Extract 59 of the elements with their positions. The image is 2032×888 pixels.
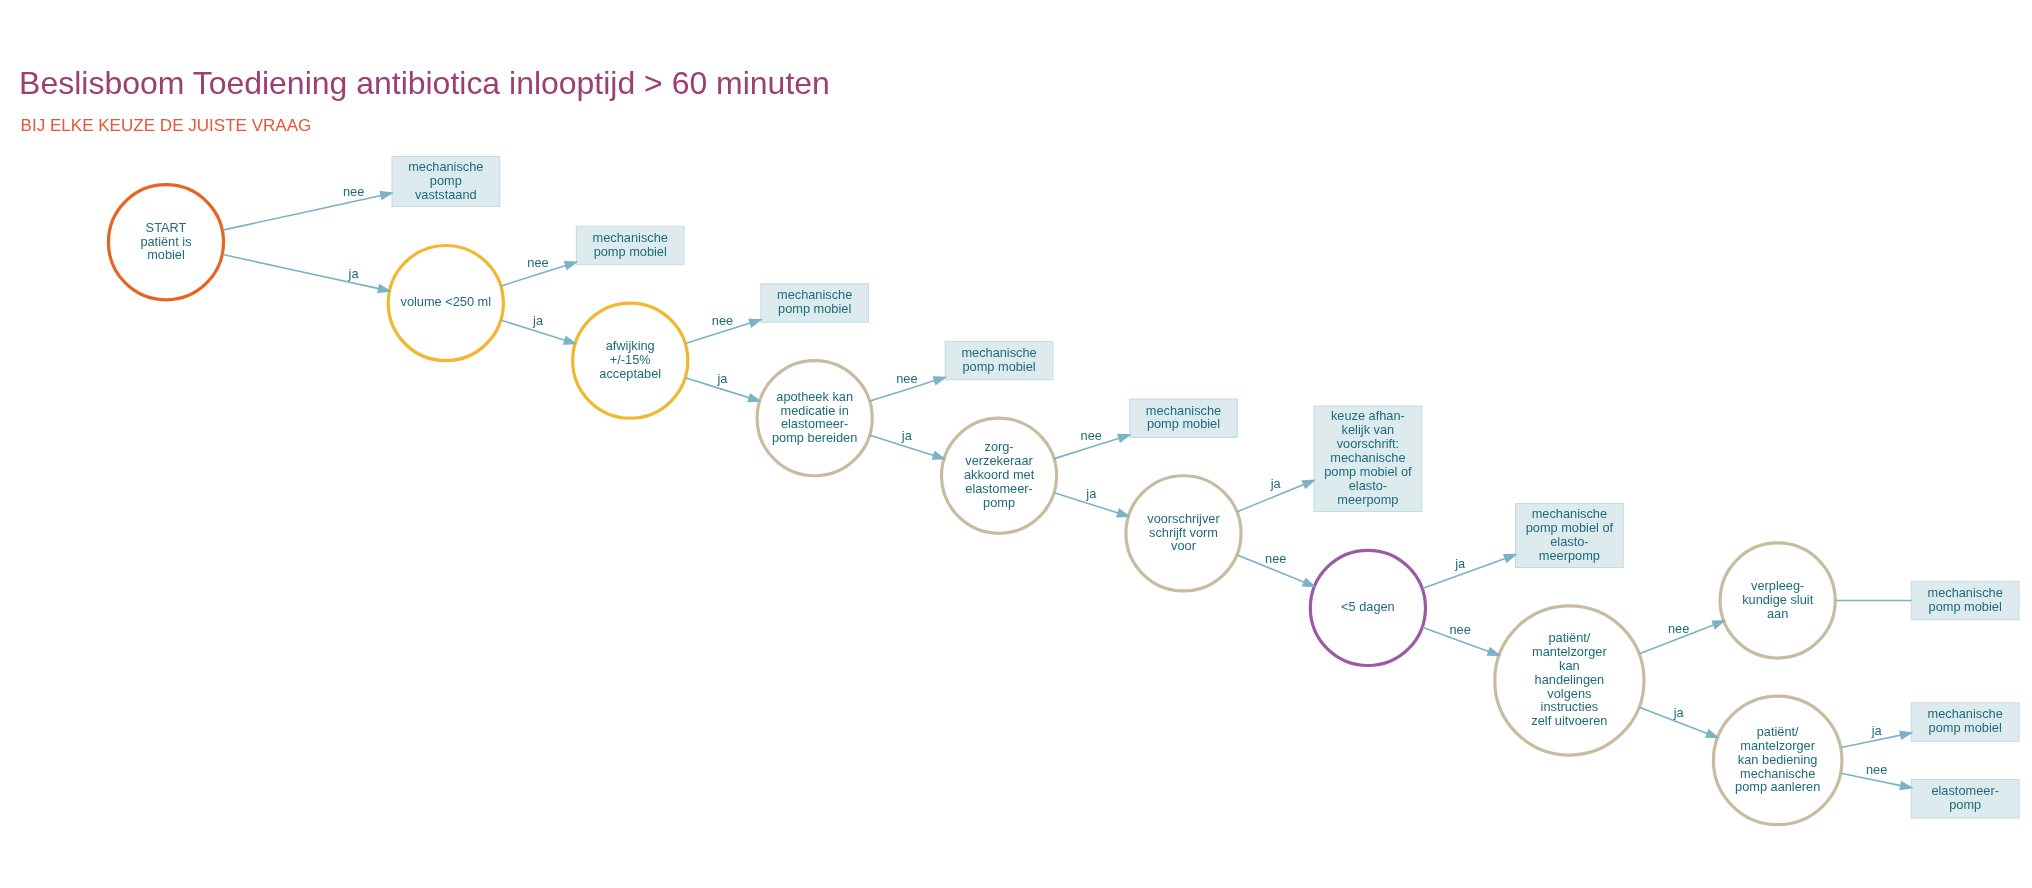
arrow (1638, 619, 1726, 654)
arrow (1053, 433, 1132, 459)
node-circle: afwijking +/-15% acceptabel (571, 300, 690, 420)
arrow (684, 376, 762, 402)
edge-label: nee (711, 312, 734, 328)
node-box: mechanische pomp mobiel (760, 282, 869, 323)
node-circle: START patiënt is mobiel (106, 182, 226, 301)
edge-label: ja (533, 312, 543, 328)
edge-label: ja (1673, 704, 1684, 720)
edge-label: nee (896, 370, 918, 386)
node-box: mechanische pomp mobiel (1129, 397, 1238, 438)
arrow (1840, 730, 1914, 748)
arrow (1421, 553, 1518, 589)
edge-label: ja (1871, 722, 1882, 738)
label: BIJ ELKE KEUZE DE JUISTE VRAAG (20, 115, 312, 135)
arrow (1236, 553, 1317, 587)
edge-label: nee (1668, 620, 1690, 636)
arrow (1840, 771, 1914, 790)
edge-label: nee (1080, 427, 1102, 443)
edge-label: nee (1866, 761, 1888, 777)
arrow (221, 253, 392, 293)
edge-label: ja (1270, 475, 1281, 491)
node-circle: zorg- verzekeraar akkoord met elastomeer- pomp (939, 416, 1059, 535)
edge-label: ja (348, 265, 359, 281)
node-box: mechanische pomp vaststaand (391, 155, 501, 207)
edge-label: nee (1449, 621, 1471, 637)
node-box: mechanische pomp mobiel (575, 225, 685, 265)
edge-label: ja (901, 427, 912, 443)
arrow (869, 434, 947, 460)
edge-label: ja (1455, 555, 1466, 571)
node-box: mechanische pomp mobiel (1910, 701, 2020, 742)
node-circle: apotheek kan medicatie in elastomeer- pomp bereiden (755, 358, 874, 477)
diagram-title: Beslisboom Toediening antibiotica inlooptijd > 60 minuten (19, 64, 830, 101)
edge-label: nee (1265, 550, 1287, 566)
node-box: elastomeer- pomp (1910, 778, 2020, 818)
node-box: mechanische pomp mobiel of elasto- meerpomp (1515, 502, 1624, 568)
edge-label: nee (342, 183, 365, 199)
edge-label: ja (1086, 485, 1097, 501)
node-box: keuze afhan- kelijk van voorschrift: mechanische pomp mobiel of elasto- meerpomp (1313, 404, 1423, 512)
arrow (684, 318, 763, 344)
arrow (221, 190, 395, 231)
arrow (869, 375, 948, 402)
node-circle: <5 dagen (1308, 548, 1428, 667)
arrow (500, 260, 579, 287)
arrow (1638, 705, 1720, 738)
edge-label: ja (717, 370, 728, 386)
arrow (1421, 626, 1502, 656)
node-box: mechanische pomp mobiel (944, 340, 1054, 380)
node-circle: patiënt/ mantelzorger kan handelingen volgens instructies zelf uitvoeren (1493, 603, 1646, 757)
node-circle: patiënt/ mantelzorger kan bediening mechanische pomp aanleren (1711, 694, 1844, 826)
arrow (1236, 478, 1317, 512)
node-circle: voorschrijver schrijft vorm voor (1124, 473, 1243, 592)
arrow (500, 318, 578, 345)
arrow (1053, 491, 1131, 517)
node-box: mechanische pomp mobiel (1910, 580, 2020, 620)
node-circle: volume <250 ml (386, 243, 505, 362)
edge-label: nee (527, 254, 549, 270)
connector (1834, 599, 1913, 601)
node-circle: verpleeg- kundige sluit aan (1718, 540, 1837, 660)
